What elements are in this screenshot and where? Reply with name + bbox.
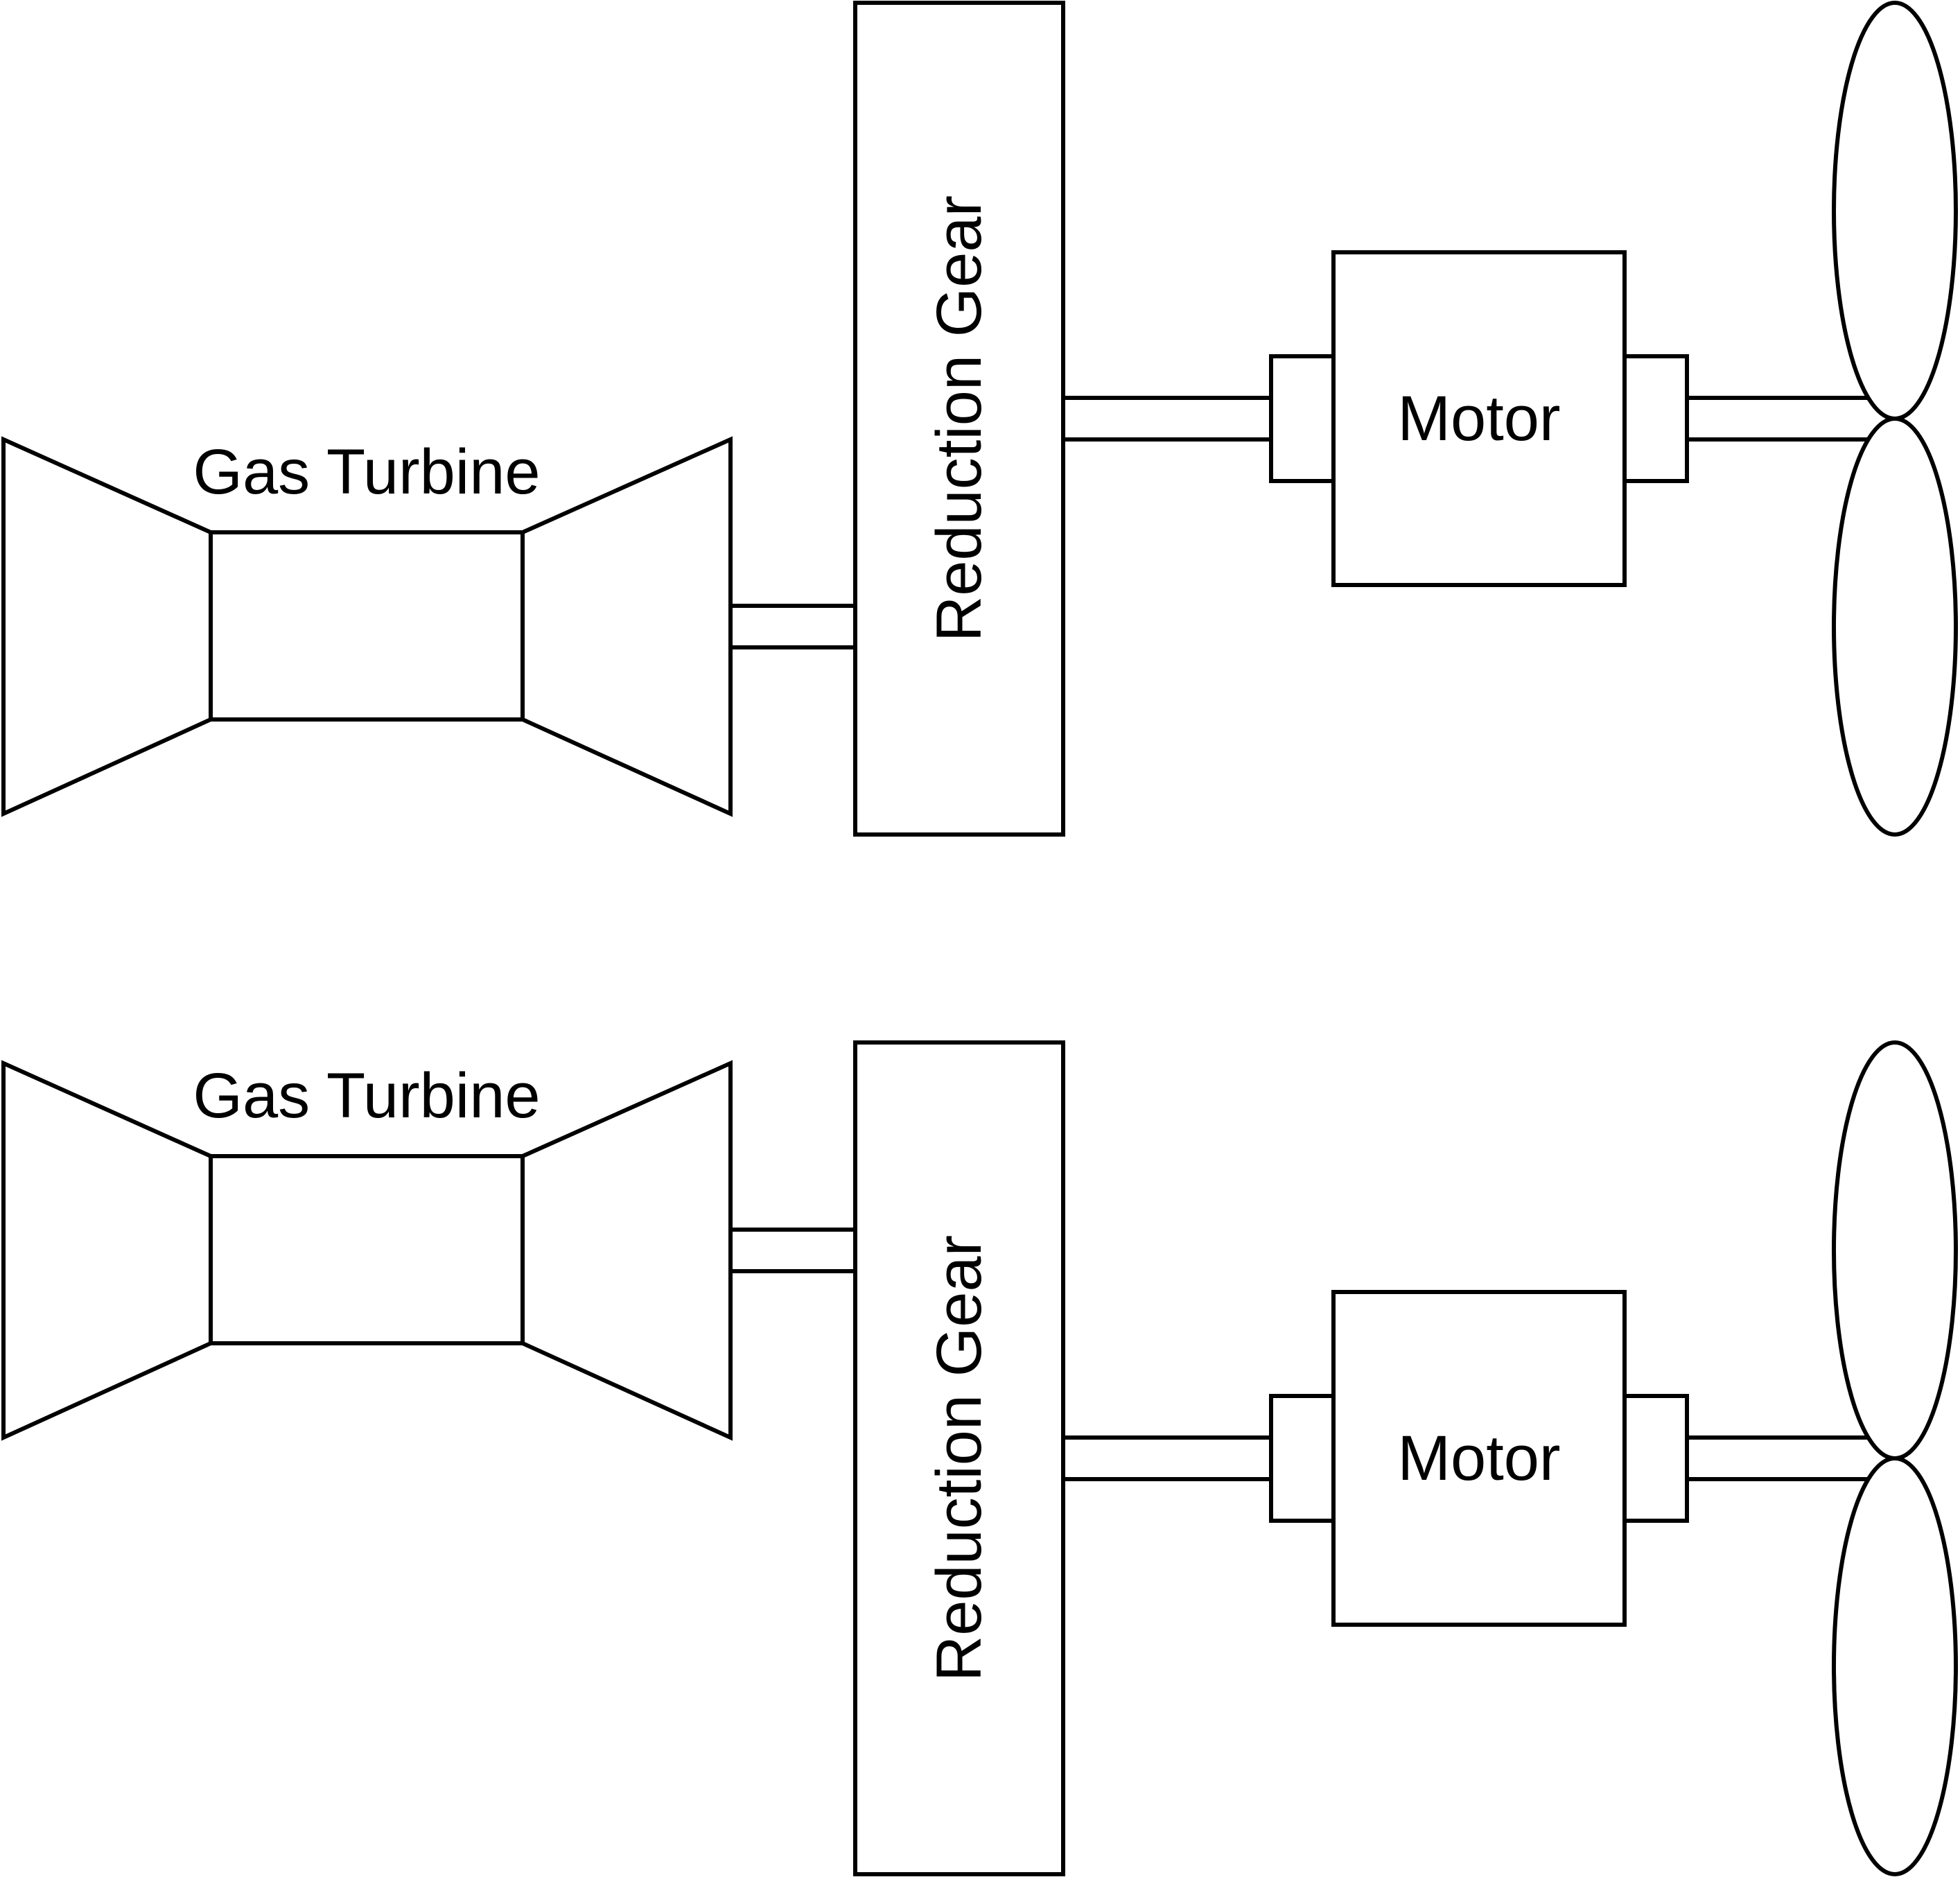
gas-turbine-label: Gas Turbine <box>193 437 540 507</box>
combustor-body <box>209 530 525 722</box>
motor-left-coupling <box>1269 354 1336 483</box>
compressor-cone <box>1 1060 213 1441</box>
turbine-output-shaft <box>728 1228 857 1273</box>
propulsion-train-top: Gas Turbine Reduction Gear Motor <box>1 1 1958 837</box>
gas-turbine: Gas Turbine <box>1 436 733 817</box>
propeller-blade-lower <box>1832 417 1958 837</box>
gear-output-shaft <box>1061 1435 1273 1481</box>
motor-body <box>1331 250 1627 587</box>
propulsion-train-bottom: Gas Turbine Reduction Gear Motor <box>1 1040 1958 1876</box>
turbine-cone <box>520 1060 733 1441</box>
motor: Motor <box>1269 1290 1689 1627</box>
propeller-shaft <box>1685 1435 1897 1481</box>
propeller-blade-upper <box>1832 1040 1958 1460</box>
turbine-output-shaft <box>728 604 857 649</box>
motor-left-coupling <box>1269 1394 1336 1523</box>
gas-turbine: Gas Turbine <box>1 1060 733 1441</box>
motor-label: Motor <box>1397 383 1560 454</box>
motor-body <box>1331 1290 1627 1627</box>
gear-output-shaft <box>1061 396 1273 442</box>
combustor-body <box>209 1154 525 1345</box>
propeller <box>1832 1 1958 837</box>
propeller-blade-upper <box>1832 1 1958 421</box>
motor-right-coupling <box>1622 1394 1689 1523</box>
propeller <box>1832 1040 1958 1876</box>
propeller-blade-lower <box>1832 1456 1958 1876</box>
compressor-cone <box>1 436 213 817</box>
motor: Motor <box>1269 250 1689 587</box>
motor-right-coupling <box>1622 354 1689 483</box>
gas-turbine-label: Gas Turbine <box>193 1060 540 1131</box>
turbine-cone <box>520 436 733 817</box>
reduction-gear: Reduction Gear <box>853 1 1065 837</box>
motor-label: Motor <box>1397 1423 1560 1494</box>
reduction-gear-box <box>853 1 1065 837</box>
reduction-gear-label: Reduction Gear <box>924 1235 995 1682</box>
reduction-gear: Reduction Gear <box>853 1040 1065 1876</box>
propeller-shaft <box>1685 396 1897 442</box>
reduction-gear-label: Reduction Gear <box>924 195 995 642</box>
